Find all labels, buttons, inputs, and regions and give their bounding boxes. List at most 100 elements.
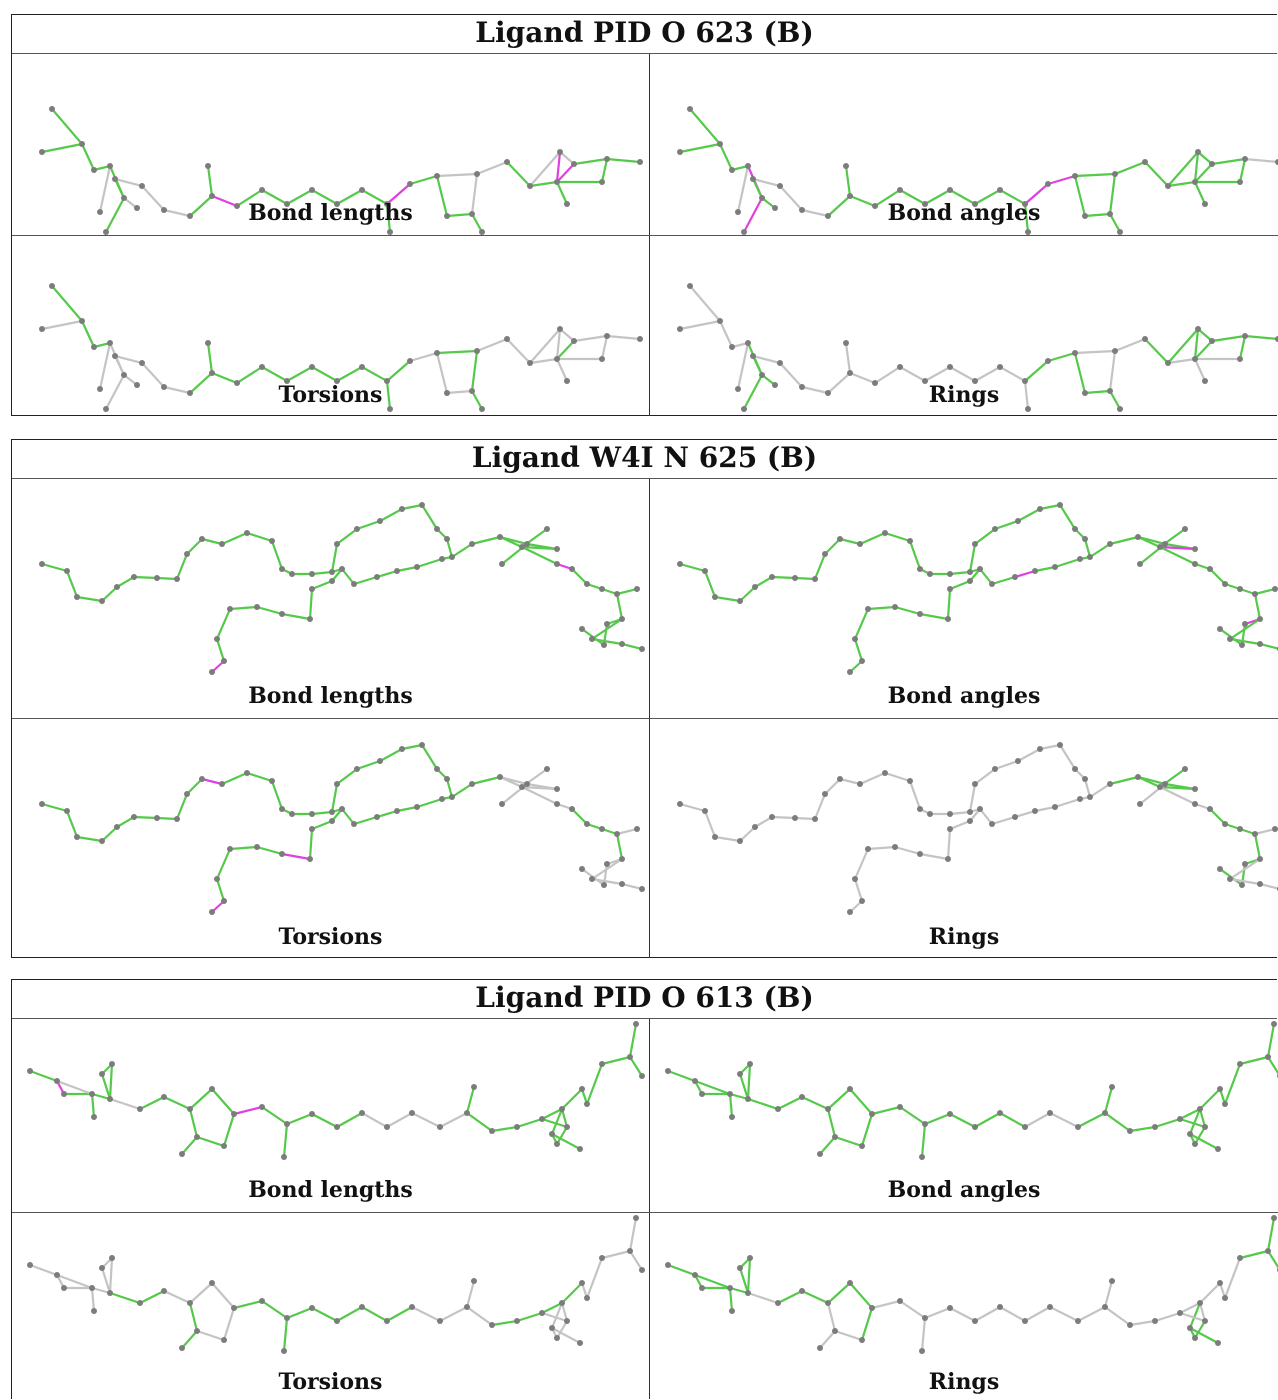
atom (665, 1068, 671, 1074)
atom (967, 818, 973, 824)
atom (1135, 534, 1141, 540)
atom (1237, 356, 1243, 362)
bond (666, 1069, 697, 1083)
atom (514, 1124, 520, 1130)
bond (1198, 1301, 1207, 1323)
atom (309, 364, 315, 370)
atom (221, 1143, 227, 1149)
atom (269, 778, 275, 784)
atom (103, 229, 109, 235)
atom (919, 1154, 925, 1160)
bond (132, 815, 159, 820)
bond (1193, 150, 1200, 184)
atom (859, 1337, 865, 1343)
bond (498, 775, 529, 786)
bond (973, 527, 997, 546)
bond (285, 365, 314, 383)
atom (209, 370, 215, 376)
bond (445, 212, 474, 218)
atom (464, 1304, 470, 1310)
bond (555, 162, 576, 184)
bond (1198, 1087, 1222, 1111)
bond (990, 815, 1017, 826)
atom (1152, 1124, 1158, 1130)
atom (745, 340, 751, 346)
bond (818, 1329, 837, 1350)
atom (837, 776, 843, 782)
atom (134, 382, 140, 388)
atom (1239, 882, 1245, 888)
atom (1227, 876, 1233, 882)
bond (1258, 882, 1278, 890)
bond (1013, 809, 1037, 819)
atom (599, 586, 605, 592)
bond (555, 339, 576, 361)
bond (973, 1111, 1002, 1129)
bond (1188, 1107, 1202, 1136)
bond (833, 1329, 864, 1342)
atom (284, 1121, 290, 1127)
bond (340, 567, 356, 586)
atom (289, 811, 295, 817)
bond (848, 371, 877, 385)
bond (115, 575, 136, 589)
bond (200, 777, 224, 786)
atom (859, 658, 865, 664)
atom (972, 541, 978, 547)
bond (188, 1087, 214, 1111)
bond (678, 319, 722, 331)
atom (687, 283, 693, 289)
atom (741, 229, 747, 235)
bond (800, 1289, 830, 1305)
bond (285, 188, 314, 206)
bond (738, 585, 757, 603)
atom (737, 838, 743, 844)
bond (908, 779, 922, 811)
atom (121, 195, 127, 201)
bond (232, 1299, 264, 1310)
panel-bond-lengths: Bond lengths (12, 54, 649, 235)
bond (590, 877, 624, 886)
bond (260, 1105, 289, 1126)
bond (993, 519, 1020, 531)
bond (100, 585, 119, 603)
atom (351, 821, 357, 827)
bond (555, 1125, 569, 1146)
bond (1158, 545, 1197, 551)
bond (550, 1301, 564, 1330)
bond (826, 1301, 837, 1333)
bond (1103, 1111, 1132, 1133)
atom (1192, 561, 1198, 567)
atom (569, 566, 575, 572)
bond (310, 819, 334, 831)
atom (479, 229, 485, 235)
atom (91, 344, 97, 350)
bond (751, 354, 782, 365)
bond (395, 565, 419, 573)
bond (470, 775, 502, 786)
bond (75, 835, 104, 843)
bond (678, 802, 707, 813)
atom (384, 201, 390, 207)
bond (600, 334, 609, 361)
atom (281, 1154, 287, 1160)
bond (742, 196, 764, 234)
atom (259, 1298, 265, 1304)
atom (334, 541, 340, 547)
atom (244, 770, 250, 776)
bond (260, 1299, 289, 1320)
bond (620, 642, 644, 651)
atom (259, 364, 265, 370)
bond (232, 1105, 264, 1116)
atom (604, 156, 610, 162)
bond (866, 605, 897, 611)
bond (1108, 212, 1122, 234)
bond (540, 1311, 569, 1323)
atom (139, 360, 145, 366)
bond (210, 371, 239, 385)
atom (1207, 806, 1213, 812)
atom (604, 861, 610, 867)
atom (1052, 564, 1058, 570)
atom (1182, 766, 1188, 772)
bond (833, 1135, 864, 1148)
